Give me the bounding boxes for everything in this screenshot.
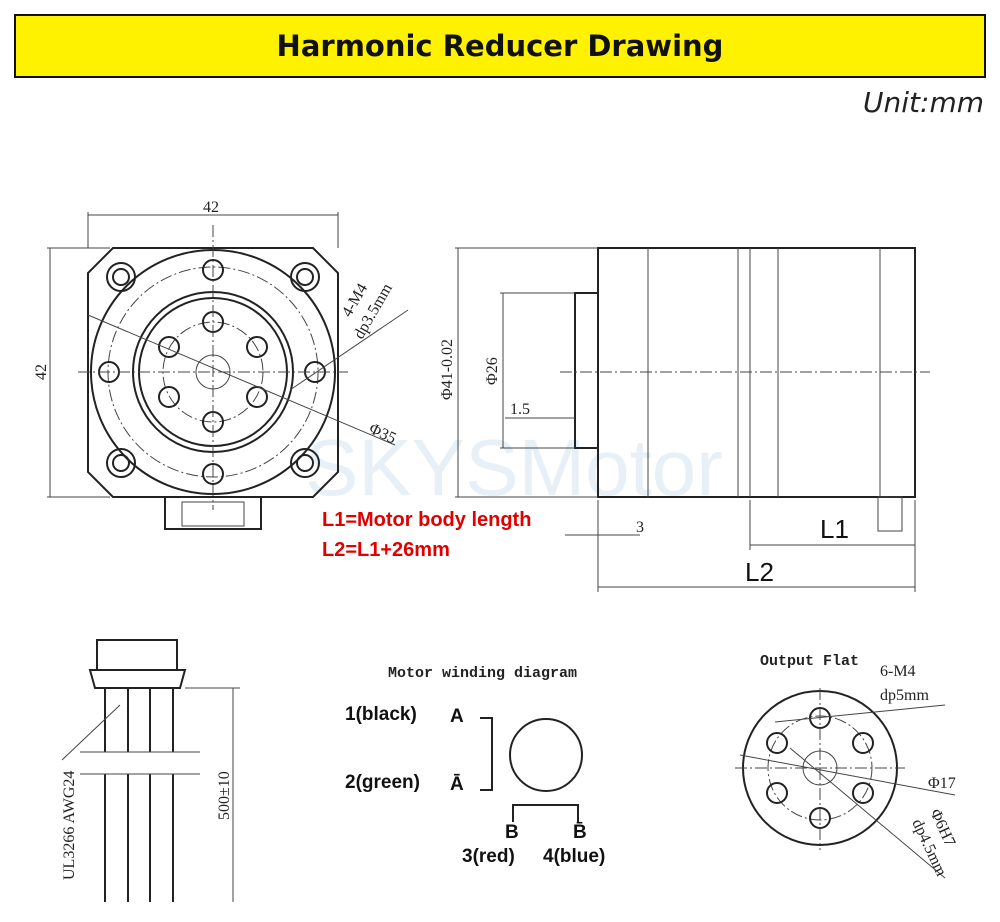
wire-4: 4(blue) [543,846,605,867]
l2-label: L2 [745,557,774,587]
output-flat-title: Output Flat [760,653,859,670]
wire-2: 2(green) [345,772,420,793]
note-l2: L2=L1+26mm [322,539,450,561]
cable-spec: UL3266 AWG24 [61,771,78,880]
boss-length: 1.5 [510,401,530,418]
output-hole-depth: dp5mm [880,687,929,704]
front-width-dim: 42 [203,199,219,216]
boss-dia: Φ26 [484,357,501,385]
watermark: SKYSMotor [305,423,723,512]
phase-a: A [450,706,464,727]
winding-title: Motor winding diagram [388,665,577,682]
front-height-dim: 42 [33,364,50,380]
wire-1: 1(black) [345,704,417,725]
gap-dim: 3 [636,519,644,536]
output-flat-view: Output Flat 6-M4 dp5mm Φ17 Φ6H7 dp4.5mm [735,653,958,879]
title-banner: Harmonic Reducer Drawing [14,14,986,78]
wire-3: 3(red) [462,846,515,867]
winding-diagram: Motor winding diagram 1(black) A 2(green… [345,665,605,867]
cable-view: UL3266 AWG24 500±10 [61,639,240,902]
output-pcd: Φ17 [928,775,956,792]
page-title: Harmonic Reducer Drawing [276,29,724,63]
phase-b-bar: B̄ [573,822,587,843]
unit-label: Unit:mm [863,86,984,119]
l1-label: L1 [820,514,849,544]
side-view: Φ41-0.02 Φ26 1.5 3 L1 L2 [439,247,930,592]
phase-a-bar: Ā [450,774,464,795]
output-hole-spec: 6-M4 [880,663,916,680]
note-l1: L1=Motor body length [322,509,531,531]
cable-length: 500±10 [216,771,233,820]
flange-dia: Φ41-0.02 [439,339,456,400]
phase-b: B [505,822,519,843]
